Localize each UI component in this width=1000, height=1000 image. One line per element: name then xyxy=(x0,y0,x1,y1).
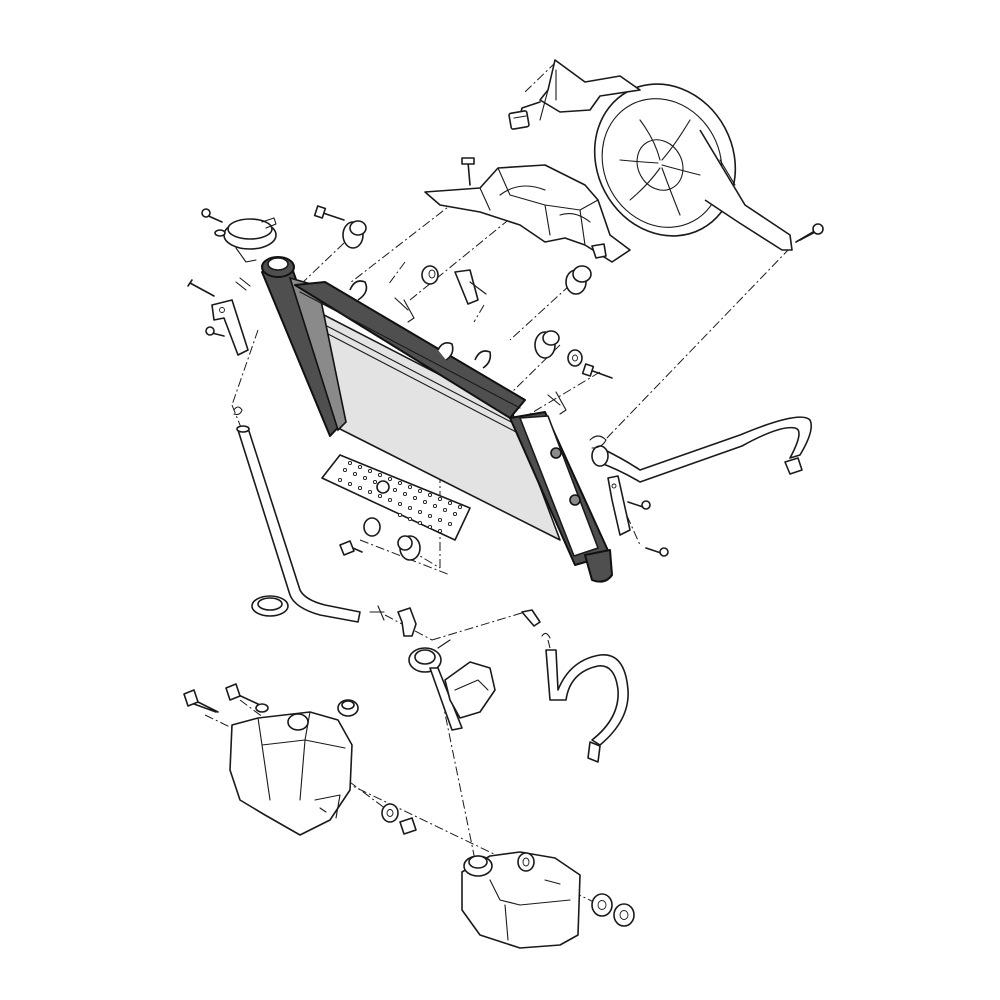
fitting-cover xyxy=(444,661,496,719)
guard-perforations xyxy=(337,460,463,534)
radiator-cap xyxy=(223,217,277,263)
fan-mount-bolt xyxy=(795,223,824,243)
left-bracket xyxy=(187,279,249,356)
radiator-right-tank xyxy=(509,411,611,566)
cover-bolt-short xyxy=(225,683,269,713)
top-grommet xyxy=(342,220,367,249)
right-bolt xyxy=(581,363,613,379)
shroud-bolt xyxy=(461,157,475,186)
center-clip xyxy=(394,297,415,323)
guard-bolt xyxy=(339,540,363,556)
reservoir-grommet xyxy=(591,893,635,927)
hose-clamp-lower xyxy=(251,595,289,617)
breather-hose xyxy=(521,609,629,763)
cap-bolt xyxy=(201,208,226,237)
drain-clip xyxy=(233,406,243,416)
thermostat-fitting xyxy=(408,639,463,731)
fan-bracket xyxy=(539,59,641,121)
hose-clamp-upper xyxy=(589,435,607,449)
right-clip xyxy=(547,391,567,415)
shroud-grommet xyxy=(565,265,592,295)
cover-grommet xyxy=(337,699,359,717)
radiator-guard xyxy=(321,454,471,541)
reservoir-tab xyxy=(517,852,535,872)
top-bolt xyxy=(313,205,345,221)
hose-joint xyxy=(369,605,417,637)
radiator-outlet-pipe xyxy=(584,549,613,583)
return-hose xyxy=(591,416,813,483)
fan-shroud xyxy=(424,164,631,263)
guard-collar xyxy=(363,517,421,561)
lower-hose xyxy=(236,425,361,623)
reservoir-cap xyxy=(463,855,493,877)
lower-right-bracket xyxy=(607,475,669,557)
radiator-filler-neck xyxy=(261,256,295,278)
left-clip xyxy=(235,277,251,291)
reservoir-tank xyxy=(461,851,581,949)
top-collar xyxy=(421,265,439,285)
right-washer xyxy=(567,349,583,367)
cover-bolt-long xyxy=(183,689,219,713)
sensor-bracket xyxy=(454,269,487,305)
radiator-top-tank xyxy=(294,281,526,419)
reservoir-collar xyxy=(381,803,417,835)
shroud-clip xyxy=(591,243,607,259)
radiator-mount-tabs xyxy=(349,280,492,369)
reservoir-cover xyxy=(229,711,353,836)
cooling-fan xyxy=(593,83,793,251)
fan-connector xyxy=(508,101,541,130)
right-grommet xyxy=(534,330,560,359)
